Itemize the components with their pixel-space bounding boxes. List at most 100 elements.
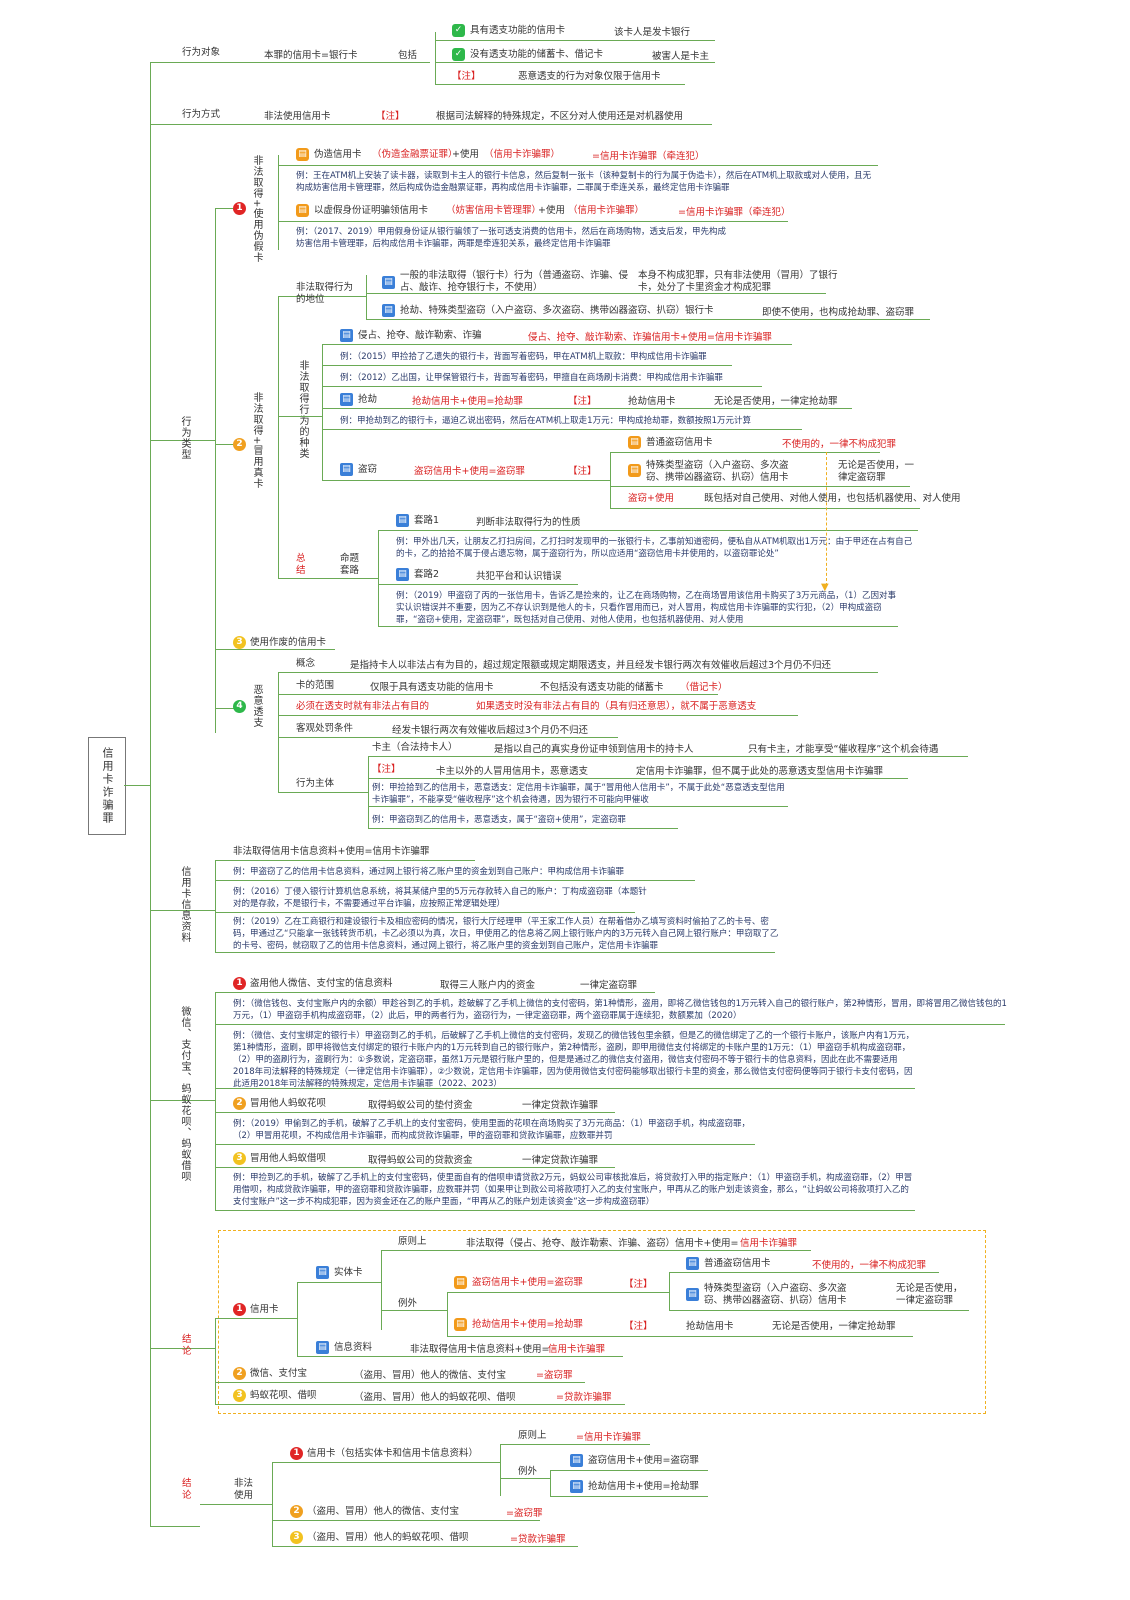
concl1-exc2: 抢劫信用卡+使用=抢劫罪 [472, 1319, 583, 1330]
branch-line [297, 1356, 623, 1357]
concl1-exc1-n1: 普通盗窃信用卡 [704, 1258, 771, 1269]
branch-line [435, 40, 715, 41]
t2-c3-n3: 盗窃+使用 [628, 493, 674, 504]
book-icon: ▤ [570, 1480, 583, 1493]
book-icon: ▤ [316, 1266, 329, 1279]
object-item1: 具有透支功能的信用卡 [470, 25, 566, 36]
wx-w3: 冒用他人蚂蚁借呗 [250, 1153, 327, 1164]
wx-w2: 冒用他人蚂蚁花呗 [250, 1098, 327, 1109]
branch-line [381, 1310, 447, 1311]
t2-route-label: 命题套路 [340, 553, 360, 576]
t4-cond: 经发卡银行两次有效催收后超过3个月仍不归还 [392, 725, 589, 736]
t1-b-mid: +使用 [538, 205, 565, 216]
concl1-exc1-n2-res: 无论是否使用，一律定盗窃罪 [896, 1283, 963, 1306]
t2-c2: 抢劫 [358, 394, 378, 405]
branch-line [500, 1478, 550, 1479]
trunk-line [150, 62, 151, 1526]
concl1-infodata-res: 非法取得信用卡信息资料+使用= [410, 1344, 550, 1355]
concl1-principle-res: 信用卡诈骗罪 [740, 1238, 798, 1249]
branch-line [368, 828, 678, 829]
wx-w2-ex: 例：（2019）甲偷到乙的手机，破解了乙手机上的支付宝密码，使用里面的花呗在商场… [233, 1119, 750, 1141]
branch-line [381, 1250, 811, 1251]
t4-subj2-tag: 【注】 [372, 764, 401, 775]
concl2-exc1: 盗窃信用卡+使用=盗窃罪 [588, 1455, 699, 1466]
t2-s2-res: 即使不使用，也构成抢劫罪、盗窃罪 [762, 307, 915, 318]
book-icon: ▤ [396, 568, 409, 581]
t3-label: 使用作废的信用卡 [250, 637, 327, 648]
book-icon: ▤ [316, 1341, 329, 1354]
t4-purpose2: 如果透支时没有非法占有目的（具有归还意思），就不属于恶意透支 [476, 701, 757, 712]
number-1-icon: 1 [233, 1303, 246, 1316]
t4-subj1-res: 是指以自己的真实身份证申领到信用卡的持卡人 [494, 744, 694, 755]
t4-subj2: 卡主以外的人冒用信用卡，恶意透支 [436, 766, 589, 777]
t2-s1: 一般的非法取得（银行卡）行为（普通盗窃、诈骗、侵占、敲诈、抢夺银行卡，不使用） [400, 270, 629, 293]
t2-sum-label: 总结 [296, 553, 306, 576]
t2-r1: 套路1 [414, 515, 440, 526]
branch-line [272, 1546, 578, 1547]
t2-c3-n2-res: 无论是否使用，一律定盗窃罪 [838, 460, 915, 483]
number-1-icon: 1 [233, 977, 246, 990]
concl2-c2-res: =盗窃罪 [506, 1508, 543, 1519]
info-head: 非法取得信用卡信息资料+使用=信用卡诈骗罪 [233, 846, 430, 857]
branch-line [500, 1444, 650, 1445]
t1-a-res: =信用卡诈骗罪（牵连犯） [592, 151, 705, 162]
book-icon: ▤ [382, 276, 395, 289]
t4-concept: 是指持卡人以非法占有为目的，超过规定限额或规定期限透支，并且经发卡银行两次有效催… [350, 660, 832, 671]
branch-line [278, 221, 788, 222]
method-label: 行为方式 [182, 109, 221, 120]
check-icon: ✓ [452, 24, 465, 37]
branch-line [215, 860, 216, 952]
concl1-entity: 实体卡 [334, 1267, 363, 1278]
t4-obj-label: 卡的范围 [296, 680, 335, 691]
branch-line [278, 578, 378, 579]
t1-b-res: =信用卡诈骗罪（牵连犯） [678, 207, 791, 218]
branch-line [215, 952, 775, 953]
t1-a-mid2: （信用卡诈骗罪） [484, 149, 561, 160]
number-3-icon: 3 [233, 1152, 246, 1165]
t4-subj1: 卡主（合法持卡人） [372, 742, 458, 753]
branch-line [215, 912, 635, 913]
t2-c3: 盗窃 [358, 464, 378, 475]
branch-line [550, 1470, 708, 1471]
t2-label: 非法取得+冒用真卡 [251, 392, 262, 490]
branch-line [381, 1250, 382, 1330]
book-icon: ▤ [686, 1257, 699, 1270]
book-icon: ▤ [340, 463, 353, 476]
branch-line [368, 778, 908, 779]
branch-line [215, 1382, 585, 1383]
arrow-head-icon: ▼ [821, 582, 829, 593]
book-icon: ▤ [340, 329, 353, 342]
branch-line [550, 1496, 708, 1497]
t1-a-head2: （伪造金融票证罪） [372, 149, 458, 160]
branch-line [322, 344, 323, 480]
t2-c1-res: 侵占、抢夺、敲诈勒索、诈骗信用卡+使用=信用卡诈骗罪 [528, 332, 772, 343]
t4-label: 恶意透支 [251, 684, 262, 728]
concl2-c3: （盗用、冒用）他人的蚂蚁花呗、借呗 [307, 1532, 469, 1543]
t2-c2-res: 抢劫信用卡+使用=抢劫罪 [412, 396, 523, 407]
branch-line [378, 584, 578, 585]
concl1-exc1: 盗窃信用卡+使用=盗窃罪 [472, 1277, 583, 1288]
branch-line [322, 344, 792, 345]
branch-line [550, 1470, 551, 1496]
concl1-principle: 非法取得（侵占、抢夺、敲诈勒索、诈骗、盗窃）信用卡+使用= [466, 1238, 739, 1249]
branch-line [200, 440, 215, 441]
root-node: 信用卡诈骗罪 [88, 737, 126, 835]
concl1-c2: 微信、支付宝 [250, 1368, 308, 1379]
t2-c1-ex2: 例：（2012）乙出国，让甲保管银行卡，背面写着密码，甲擅自在商场刷卡消费：甲构… [340, 373, 723, 383]
t1-b-mid2: （信用卡诈骗罪） [568, 205, 645, 216]
concl1-c3-res2: =贷款诈骗罪 [556, 1392, 612, 1403]
branch-line [447, 1292, 669, 1293]
card-icon: ▤ [296, 204, 309, 217]
branch-line [215, 444, 240, 445]
t1-b-head: 以虚假身份证明骗领信用卡 [314, 205, 429, 216]
t2-cat-label: 非法取得行为的种类 [297, 360, 308, 459]
book-icon: ▤ [340, 393, 353, 406]
concl2-principle: =信用卡诈骗罪 [576, 1432, 641, 1443]
t1-a-head: 伪造信用卡 [314, 149, 362, 160]
concl1-c3-res: （盗用、冒用）他人的蚂蚁花呗、借呗 [354, 1392, 516, 1403]
branch-line [200, 1100, 215, 1101]
branch-line [297, 1282, 298, 1356]
branch-line [272, 1462, 500, 1463]
branch-line [278, 296, 366, 297]
t4-subj-label: 行为主体 [296, 778, 335, 789]
